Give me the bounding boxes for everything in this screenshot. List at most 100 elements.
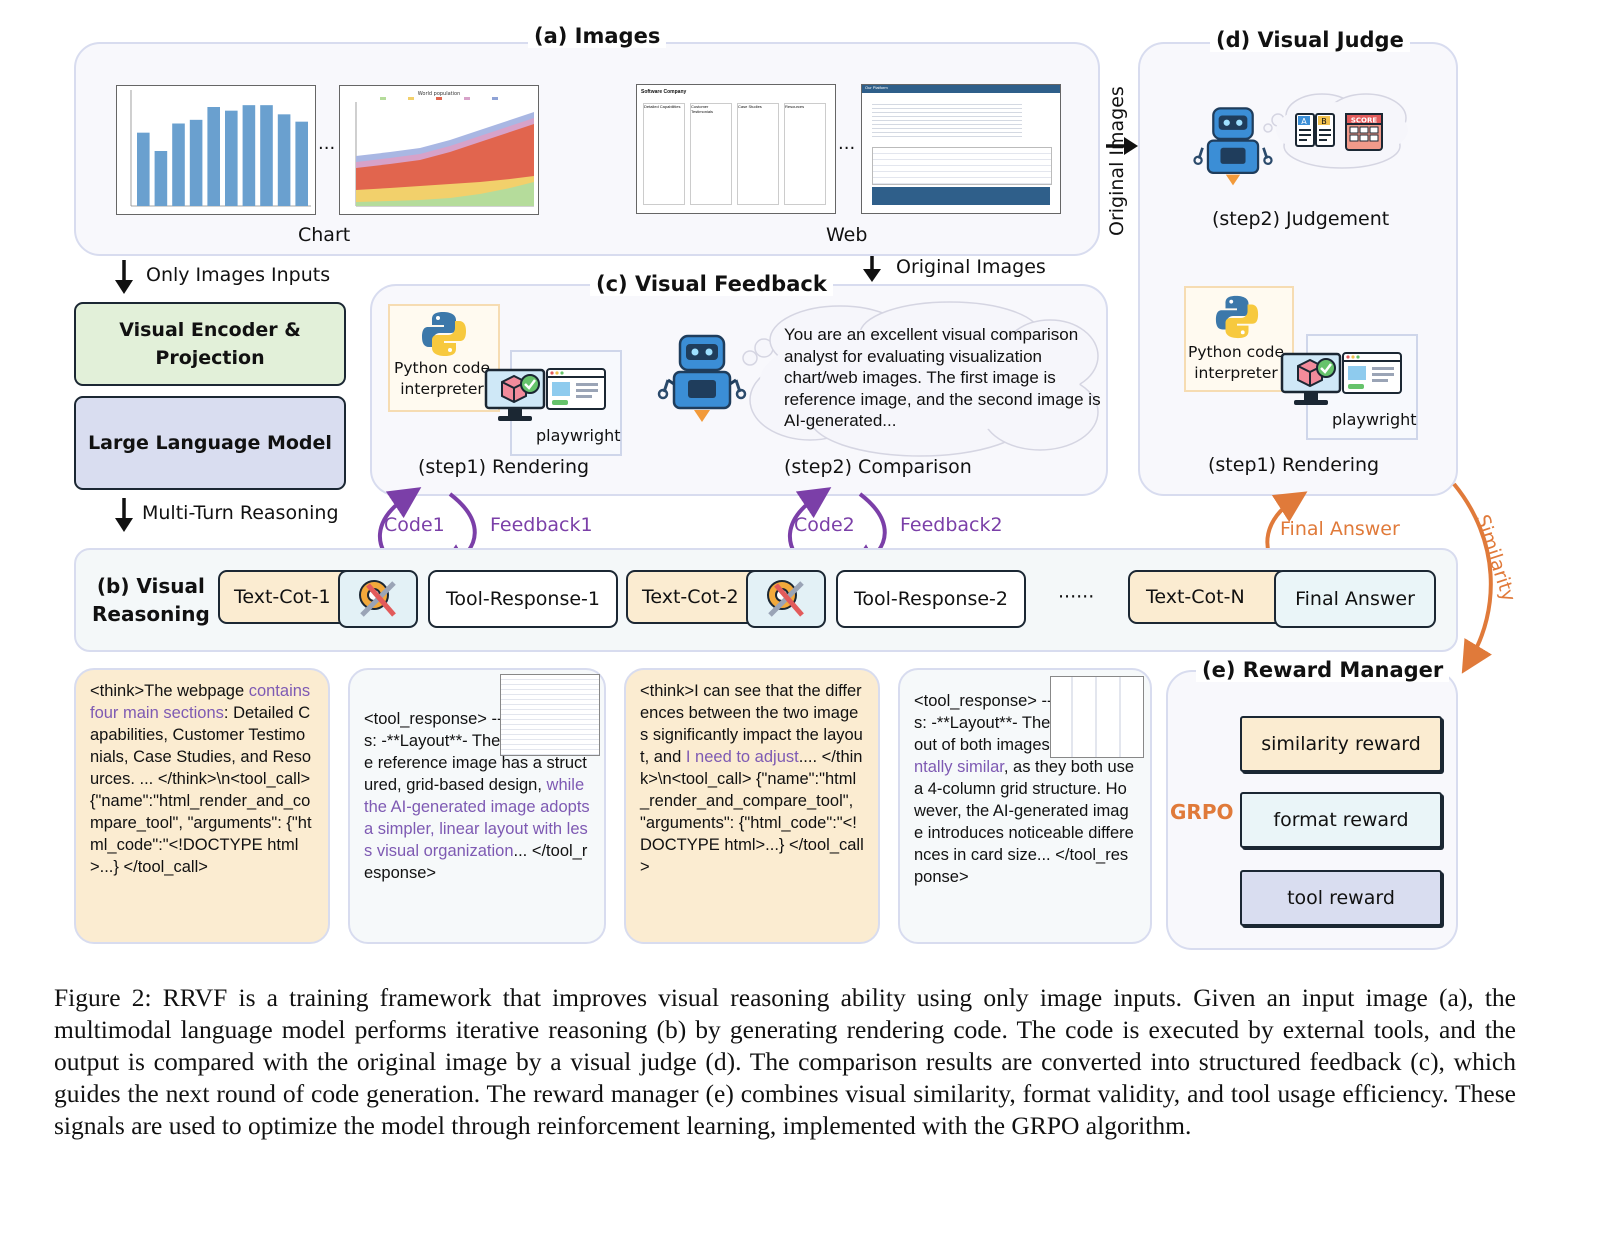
grpo-label: GRPO <box>1170 800 1234 824</box>
bar-9 <box>277 114 291 206</box>
playwright-label-c: playwright <box>536 426 621 445</box>
area-chart-thumbnail: World population <box>339 85 539 215</box>
visual-reasoning-title-line1: (b) Visual <box>96 574 205 598</box>
visual-reasoning-title-line2: Reasoning <box>92 602 210 626</box>
thought-cloud-c <box>742 301 1099 457</box>
step1-rendering-c: (step1) Rendering <box>418 456 590 478</box>
monitor-icon-c <box>484 368 546 421</box>
llm-label: Large Language Model <box>88 432 332 454</box>
tools-icon <box>359 580 396 617</box>
tool-reward: tool reward <box>1240 870 1442 926</box>
python-interpreter-label-c: Python code interpreter <box>393 359 491 398</box>
card3-text-2: .... </think>\n<tool_call> {"name":"html… <box>640 748 864 876</box>
text-cot-2-label: Text-Cot-2 <box>642 586 739 608</box>
web2-title: Our Platform <box>865 85 888 90</box>
web1-col-3: Case Studies <box>737 103 779 205</box>
legend-swatch-americas <box>408 97 414 100</box>
reasoning-dots: ······ <box>1058 586 1095 608</box>
text-cot-2: Text-Cot-2 <box>626 570 766 624</box>
bar-8 <box>260 105 273 206</box>
bar-chart-thumbnail <box>116 85 316 215</box>
bar-5 <box>207 107 220 206</box>
card2-render-thumbnail <box>500 674 600 756</box>
playwright-label-d: playwright <box>1332 410 1417 429</box>
step2-comparison-c: (step2) Comparison <box>784 456 972 478</box>
web1-col-2: Customer Testimonials <box>690 103 732 205</box>
card4-text-2: , as they both use a 4-column grid struc… <box>914 758 1135 886</box>
web2-form <box>872 147 1052 185</box>
area-chart-title: World population <box>418 91 461 97</box>
format-reward-label: format reward <box>1273 809 1409 831</box>
tool-reward-label: tool reward <box>1287 887 1395 909</box>
bar-2 <box>154 151 168 206</box>
web2-footer <box>872 187 1050 205</box>
text-cot-n: Text-Cot-N <box>1128 570 1288 624</box>
score-board-text: SCORE <box>1351 117 1378 125</box>
code2-label: Code2 <box>794 514 855 536</box>
format-reward: format reward <box>1240 792 1442 848</box>
code1-label: Code1 <box>384 514 445 536</box>
card4-render-thumbnail <box>1050 676 1144 758</box>
arrow-multi-turn <box>115 498 133 532</box>
feedback1-label: Feedback1 <box>490 514 593 536</box>
text-cot-1-label: Text-Cot-1 <box>234 586 331 608</box>
panel-reward-manager-title: (e) Reward Manager <box>1196 658 1450 682</box>
card2-highlight: while the AI-generated image adopts a si… <box>364 776 590 860</box>
multi-turn-label: Multi-Turn Reasoning <box>142 502 339 524</box>
card1-text-2: : Detailed Capabilities, Customer Testim… <box>90 704 312 876</box>
similarity-arrow <box>1452 482 1493 674</box>
panel-visual-judge-title: (d) Visual Judge <box>1210 28 1410 52</box>
text-cot-n-label: Text-Cot-N <box>1146 586 1245 608</box>
bar-6 <box>225 110 238 206</box>
tools-icon-2 <box>767 580 804 617</box>
web1-col-4: Resources <box>784 103 826 205</box>
panel-images-title: (a) Images <box>528 24 667 48</box>
bar-7 <box>242 105 256 206</box>
tool-icon-box-1 <box>338 570 418 628</box>
card3-highlight: I need to adjust <box>685 748 799 766</box>
bar-chart-svg <box>130 90 311 207</box>
arrow-only-images <box>115 260 133 294</box>
figure-caption: Figure 2: RRVF is a training framework t… <box>54 983 1516 1140</box>
arrow-original-images-c <box>863 256 881 282</box>
card1-highlight: contains four main sections <box>90 682 311 722</box>
comparison-prompt: You are an excellent visual comparison a… <box>784 325 1101 430</box>
only-images-label: Only Images Inputs <box>146 264 331 286</box>
card1-text-1: <think>The webpage <box>90 682 249 700</box>
web1-col-2-title: Customer Testimonials <box>691 104 714 114</box>
monitor-icon-d <box>1280 352 1342 405</box>
step2-judgement-d: (step2) Judgement <box>1212 208 1390 230</box>
area-africa <box>356 182 534 206</box>
web2-text-lines <box>872 101 1022 137</box>
web1-col-4-title: Resources <box>785 104 805 109</box>
feedback2-label: Feedback2 <box>900 514 1003 536</box>
visual-encoder-label: Visual Encoder & Projection <box>119 319 301 369</box>
step1-rendering-d: (step1) Rendering <box>1208 454 1380 476</box>
tool-response-2: Tool-Response-2 <box>836 570 1026 628</box>
browser-window-icon-c <box>546 368 606 410</box>
area-chart-svg: World population <box>355 91 534 207</box>
text-cot-1: Text-Cot-1 <box>218 570 358 624</box>
web1-col-1-title: Detailed Capabilities <box>644 104 681 109</box>
bar-1 <box>137 132 150 206</box>
ellipsis-web: ··· <box>838 138 856 159</box>
web1-col-3-title: Case Studies <box>738 104 762 109</box>
chart-label: Chart <box>298 224 351 246</box>
web-thumbnail-2: Our Platform <box>861 84 1061 214</box>
robot-icon-d <box>1193 107 1273 186</box>
original-images-label-c: Original Images <box>896 256 1046 278</box>
llm-box: Large Language Model <box>74 396 346 490</box>
similarity-reward: similarity reward <box>1240 716 1442 772</box>
visual-reasoning-title: (b) Visual Reasoning <box>92 572 210 628</box>
legend-swatch-asia <box>436 97 442 100</box>
legend-swatch-oceania <box>492 97 498 100</box>
score-board-icon: SCORE <box>1345 113 1383 151</box>
svg-text:A: A <box>1301 117 1307 126</box>
python-interpreter-label-d: Python code interpreter <box>1187 343 1285 382</box>
card-think-1: <think>The webpage contains four main se… <box>74 668 330 944</box>
card3-text-1: <think>I can see that the differences be… <box>640 682 863 766</box>
legend-swatch-europe <box>464 97 470 100</box>
card2-text-2: ... </tool_response> <box>364 842 588 882</box>
legend-swatch-africa <box>380 97 386 100</box>
web-label: Web <box>826 224 868 246</box>
